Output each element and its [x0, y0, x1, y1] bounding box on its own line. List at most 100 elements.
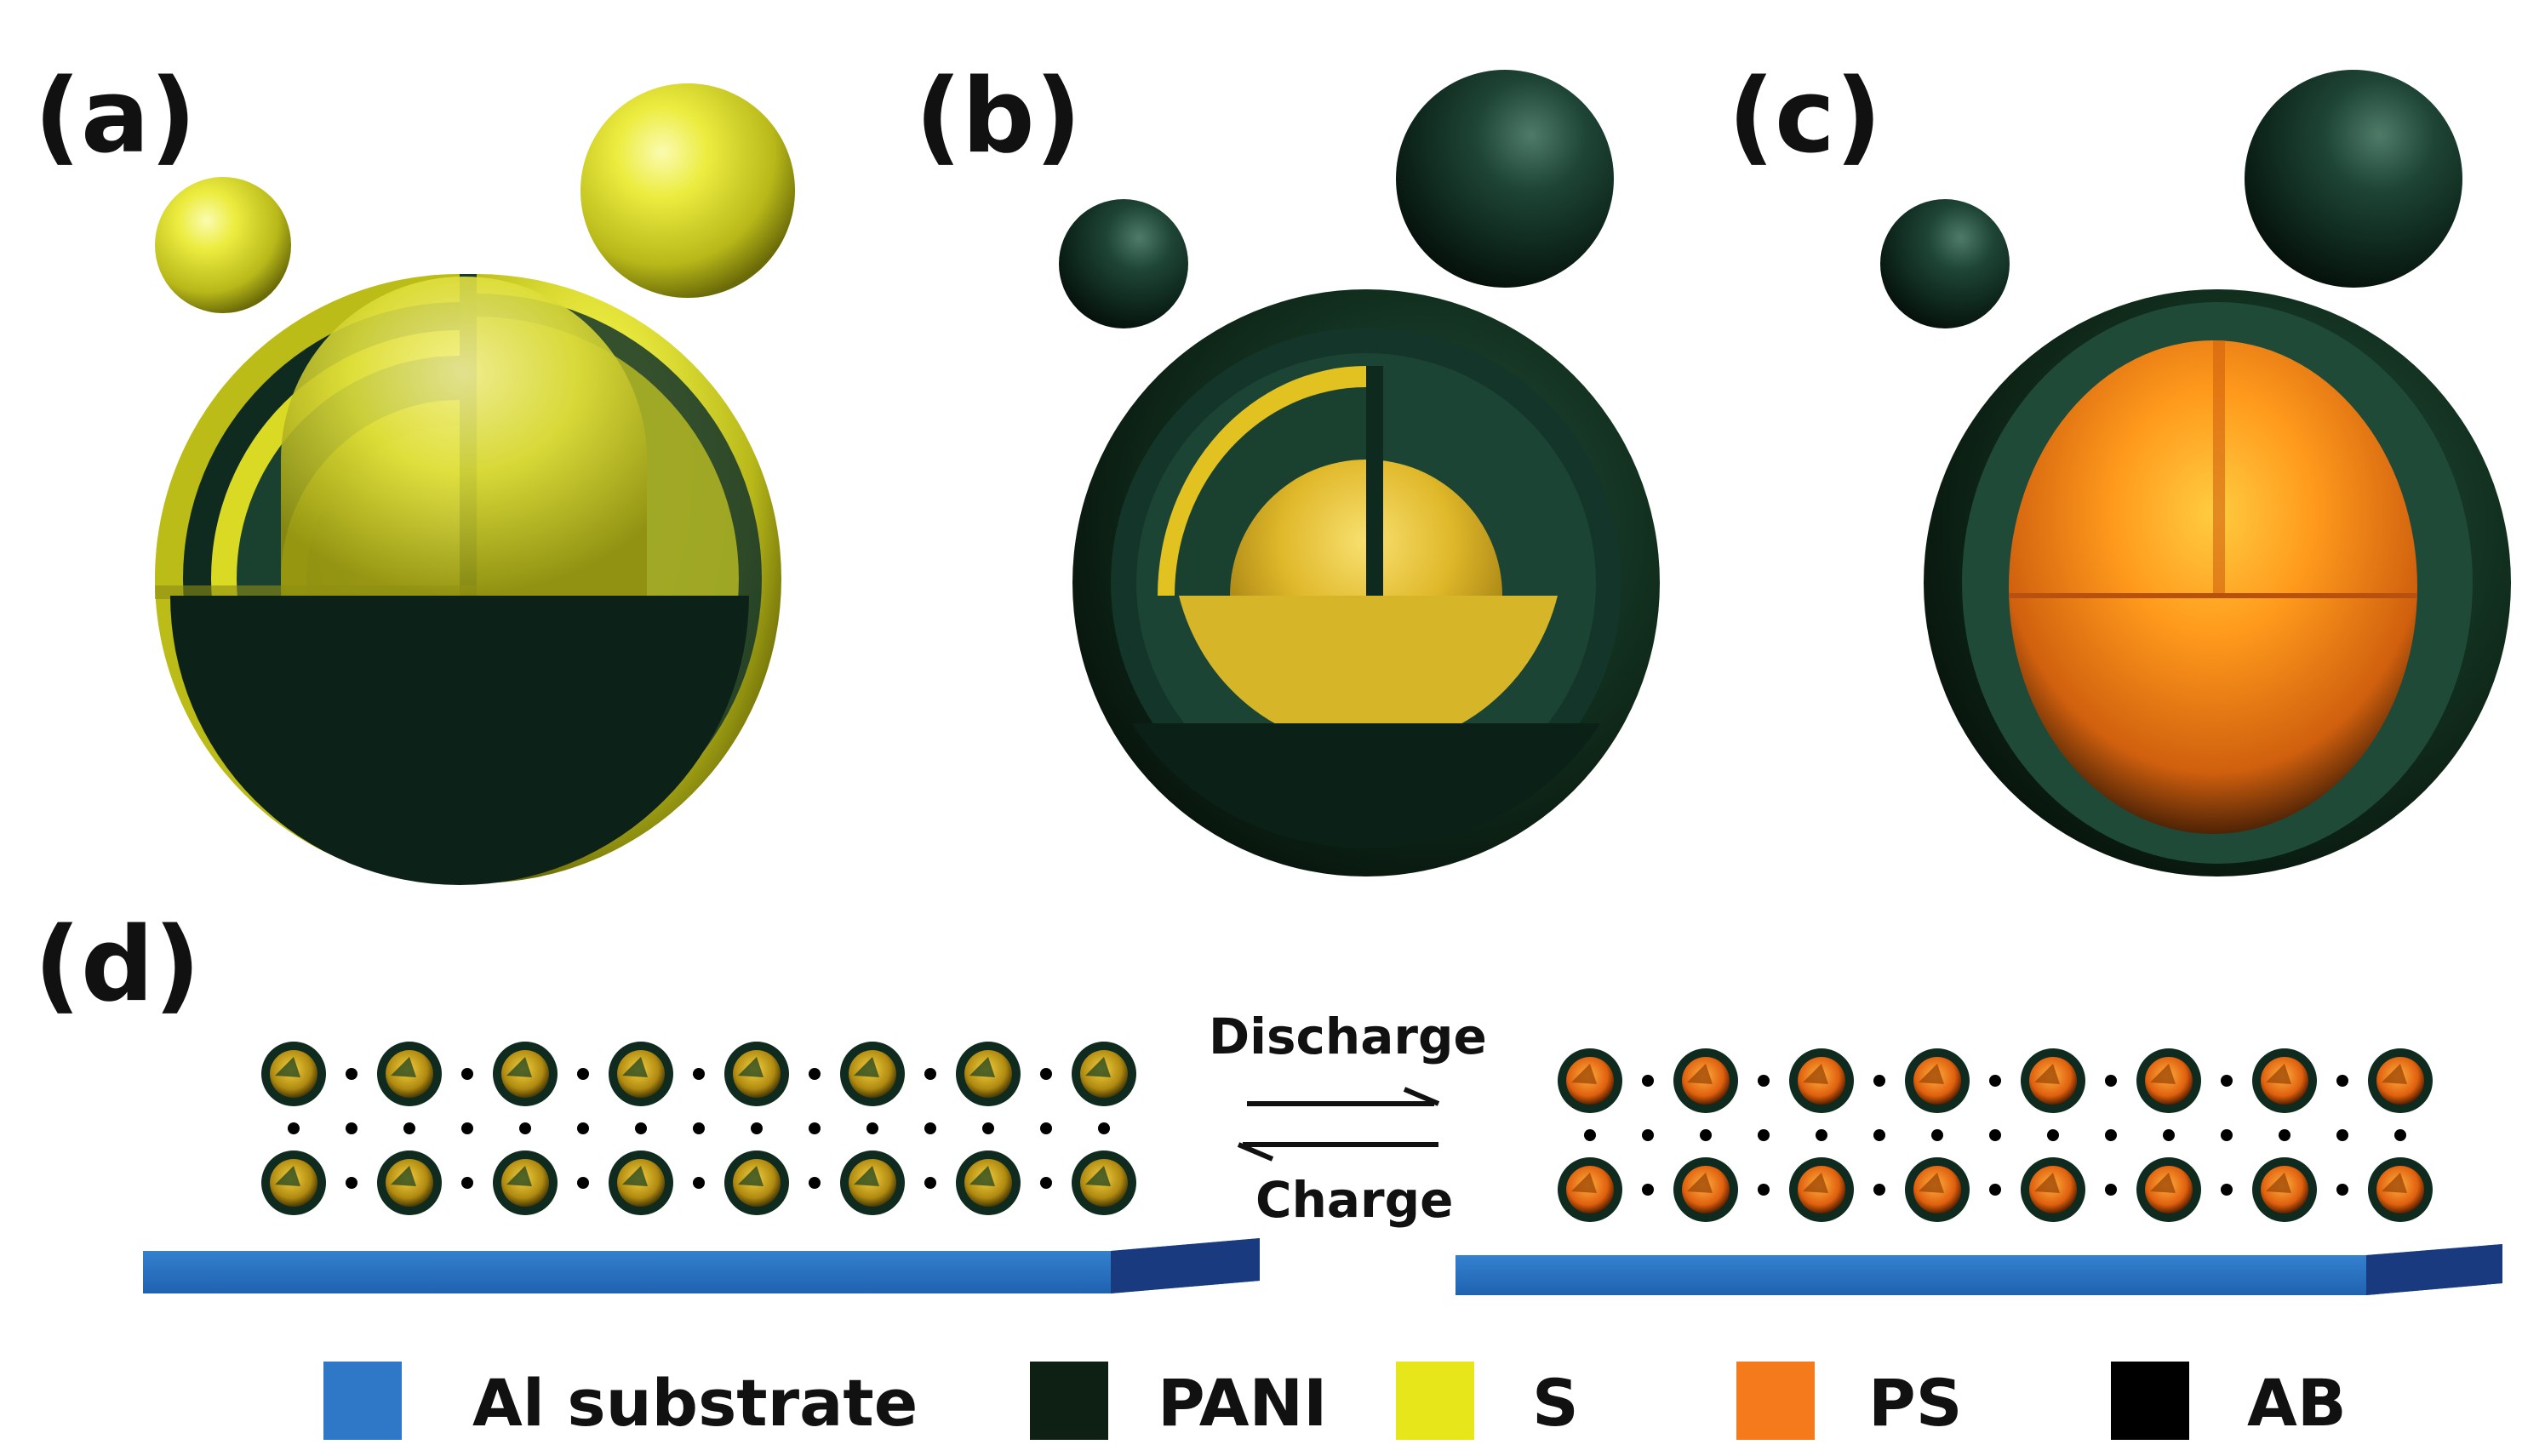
- carbon-dot: [519, 1122, 531, 1134]
- legend-label-ab: AB: [2247, 1365, 2347, 1441]
- carbon-dot: [1040, 1122, 1052, 1134]
- legend-swatch-ab: [2111, 1362, 2189, 1440]
- sulfur-particle: [840, 1151, 905, 1215]
- sulfur-particle: [724, 1042, 789, 1106]
- polysulfide-particle: [1789, 1157, 1854, 1222]
- carbon-dot: [2221, 1184, 2233, 1196]
- sulfur-particle: [377, 1042, 442, 1106]
- carbon-dot: [1758, 1075, 1770, 1087]
- carbon-dot: [1758, 1184, 1770, 1196]
- carbon-dot: [635, 1122, 647, 1134]
- carbon-dot: [1816, 1129, 1827, 1141]
- sulfur-particle: [261, 1151, 326, 1215]
- carbon-dot: [346, 1122, 357, 1134]
- sulfur-particle: [377, 1151, 442, 1215]
- legend: Al substrate PANI S PS AB: [323, 1362, 2347, 1441]
- carbon-dot: [924, 1068, 936, 1080]
- carbon-dot: [982, 1122, 994, 1134]
- al-substrate-right: [1456, 1244, 2502, 1295]
- al-substrate-left: [143, 1238, 1260, 1293]
- sulfur-particle: [1072, 1151, 1136, 1215]
- sulfur-particle: [493, 1151, 558, 1215]
- large-pani-sphere: [2245, 70, 2462, 288]
- polysulfide-particle: [1789, 1048, 1854, 1113]
- carbon-dot: [1642, 1075, 1654, 1087]
- small-pani-sphere: [1059, 199, 1188, 328]
- carbon-dot: [346, 1068, 357, 1080]
- polysulfide-particle: [2021, 1157, 2085, 1222]
- carbon-dot: [1642, 1129, 1654, 1141]
- polysulfide-particle: [2021, 1048, 2085, 1113]
- panel-label-c: (c): [1728, 58, 1882, 176]
- legend-label-ps: PS: [1868, 1365, 1962, 1441]
- small-sulfur-sphere: [155, 177, 291, 313]
- sulfur-particle: [956, 1151, 1021, 1215]
- carbon-dot: [1873, 1184, 1885, 1196]
- carbon-dot: [1098, 1122, 1110, 1134]
- carbon-dot: [2047, 1129, 2059, 1141]
- sulfur-particle: [609, 1151, 673, 1215]
- sulfur-particle: [956, 1042, 1021, 1106]
- carbon-dot: [693, 1122, 705, 1134]
- panel-b-illustration: [1059, 70, 1660, 876]
- polysulfide-particle: [2252, 1048, 2317, 1113]
- carbon-dot: [2105, 1184, 2117, 1196]
- carbon-dot: [1989, 1184, 2001, 1196]
- sulfur-particle: [1072, 1042, 1136, 1106]
- legend-swatch-s: [1396, 1362, 1474, 1440]
- polysulfide-particle: [1558, 1048, 1622, 1113]
- sulfur-particle: [609, 1042, 673, 1106]
- panel-a-illustration: [155, 83, 795, 885]
- carbon-dot: [2163, 1129, 2175, 1141]
- panel-label-d: (d): [34, 906, 201, 1025]
- carbon-dot: [1989, 1129, 2001, 1141]
- carbon-dot: [693, 1068, 705, 1080]
- carbon-dot: [461, 1122, 473, 1134]
- carbon-dot: [2336, 1184, 2348, 1196]
- carbon-dot: [2394, 1129, 2406, 1141]
- carbon-dot: [461, 1068, 473, 1080]
- carbon-dot: [1584, 1129, 1596, 1141]
- polysulfide-particle: [1905, 1048, 1970, 1113]
- polysulfide-particle: [1673, 1048, 1738, 1113]
- polysulfide-particle: [1673, 1157, 1738, 1222]
- carbon-dot: [809, 1122, 821, 1134]
- polysulfide-particle-array: [1558, 1048, 2433, 1222]
- reaction-arrows: Discharge Charge: [1209, 1008, 1487, 1229]
- legend-label-pani: PANI: [1158, 1365, 1327, 1441]
- sulfur-particle-array: [261, 1042, 1136, 1215]
- carbon-dot: [2105, 1129, 2117, 1141]
- panel-d-left-electrode: [143, 1042, 1260, 1293]
- legend-label-s: S: [1532, 1365, 1579, 1441]
- sulfur-particle: [840, 1042, 905, 1106]
- carbon-dot: [1040, 1068, 1052, 1080]
- sulfur-particle: [261, 1042, 326, 1106]
- carbon-dot: [1873, 1129, 1885, 1141]
- sulfur-particle: [493, 1042, 558, 1106]
- legend-swatch-ps: [1736, 1362, 1815, 1440]
- carbon-dot: [288, 1122, 300, 1134]
- carbon-dot: [2221, 1075, 2233, 1087]
- legend-swatch-al-substrate: [323, 1362, 402, 1440]
- carbon-dot: [924, 1177, 936, 1189]
- carbon-dot: [346, 1177, 357, 1189]
- carbon-dot: [403, 1122, 415, 1134]
- carbon-dot: [1700, 1129, 1712, 1141]
- carbon-dot: [2336, 1075, 2348, 1087]
- carbon-dot: [1758, 1129, 1770, 1141]
- carbon-dot: [2221, 1129, 2233, 1141]
- large-sulfur-sphere: [580, 83, 795, 298]
- polysulfide-particle: [2252, 1157, 2317, 1222]
- polysulfide-particle: [2136, 1157, 2201, 1222]
- charge-label: Charge: [1255, 1171, 1453, 1229]
- legend-swatch-pani: [1030, 1362, 1108, 1440]
- carbon-dot: [809, 1068, 821, 1080]
- polysulfide-particle: [2368, 1157, 2433, 1222]
- carbon-dot: [751, 1122, 763, 1134]
- polysulfide-particle: [2368, 1048, 2433, 1113]
- carbon-dot: [577, 1177, 589, 1189]
- carbon-dot: [924, 1122, 936, 1134]
- small-pani-sphere: [1880, 199, 2010, 328]
- carbon-dot: [693, 1177, 705, 1189]
